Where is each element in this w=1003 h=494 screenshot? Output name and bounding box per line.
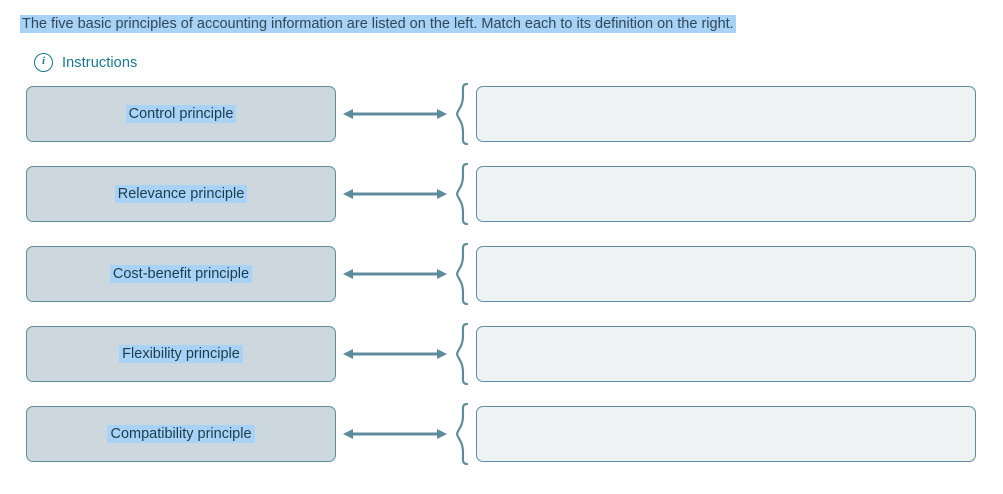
term-label: Flexibility principle	[119, 345, 243, 363]
table-row: Flexibility principle	[0, 323, 1003, 385]
answer-dropzone[interactable]	[476, 406, 976, 462]
double-headed-arrow-icon	[336, 347, 454, 361]
table-row: Relevance principle	[0, 163, 1003, 225]
table-row: Compatibility principle	[0, 403, 1003, 465]
term-box[interactable]: Cost-benefit principle	[26, 246, 336, 302]
instructions-label: Instructions	[62, 54, 138, 71]
term-box[interactable]: Control principle	[26, 86, 336, 142]
answer-dropzone[interactable]	[476, 86, 976, 142]
answer-dropzone[interactable]	[476, 326, 976, 382]
instructions-link[interactable]: i Instructions	[34, 53, 1003, 72]
left-curly-brace-icon	[454, 243, 470, 305]
prompt-text: The five basic principles of accounting …	[20, 15, 736, 33]
table-row: Cost-benefit principle	[0, 243, 1003, 305]
term-label: Control principle	[125, 105, 237, 123]
term-box[interactable]: Flexibility principle	[26, 326, 336, 382]
answer-dropzone[interactable]	[476, 166, 976, 222]
info-circle-icon: i	[34, 53, 53, 72]
term-box[interactable]: Relevance principle	[26, 166, 336, 222]
table-row: Control principle	[0, 83, 1003, 145]
double-headed-arrow-icon	[336, 427, 454, 441]
term-label: Compatibility principle	[107, 425, 255, 443]
term-label: Cost-benefit principle	[109, 265, 253, 283]
term-label: Relevance principle	[114, 185, 248, 203]
left-curly-brace-icon	[454, 403, 470, 465]
left-curly-brace-icon	[454, 323, 470, 385]
left-curly-brace-icon	[454, 83, 470, 145]
term-box[interactable]: Compatibility principle	[26, 406, 336, 462]
answer-dropzone[interactable]	[476, 246, 976, 302]
double-headed-arrow-icon	[336, 107, 454, 121]
double-headed-arrow-icon	[336, 187, 454, 201]
left-curly-brace-icon	[454, 163, 470, 225]
prompt-banner: The five basic principles of accounting …	[0, 0, 1003, 34]
double-headed-arrow-icon	[336, 267, 454, 281]
matching-rows: Control principle Relevance principle	[0, 83, 1003, 465]
